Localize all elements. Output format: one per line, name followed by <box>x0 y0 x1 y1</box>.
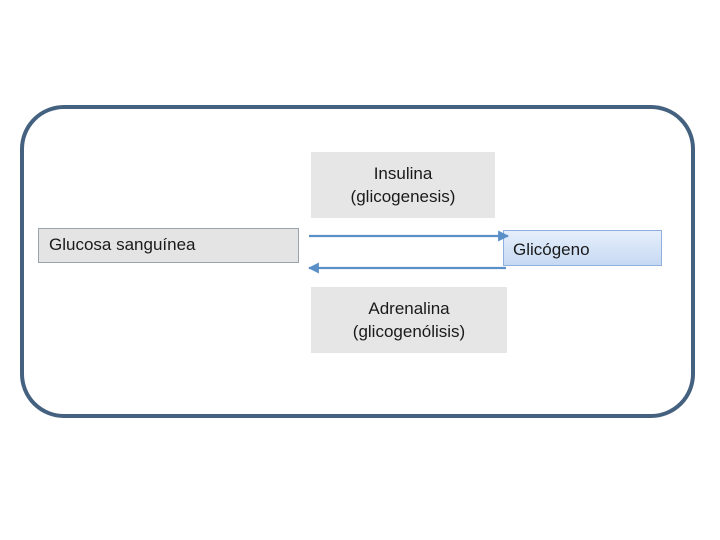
glycogen-label: Glicógeno <box>513 239 590 259</box>
glucose-box: Glucosa sanguínea <box>38 228 299 263</box>
insulin-title: Insulina <box>373 164 433 183</box>
diagram-frame <box>20 105 695 418</box>
adrenalin-label-box: Adrenalina (glicogenólisis) <box>311 287 507 353</box>
adrenalin-title: Adrenalina <box>368 299 450 318</box>
adrenalin-process: (glicogenólisis) <box>352 322 466 341</box>
insulin-process: (glicogenesis) <box>350 187 456 206</box>
glucose-label: Glucosa sanguínea <box>49 235 196 254</box>
insulin-label-box: Insulina (glicogenesis) <box>311 152 495 218</box>
glycogen-box: Glicógeno <box>503 230 662 266</box>
